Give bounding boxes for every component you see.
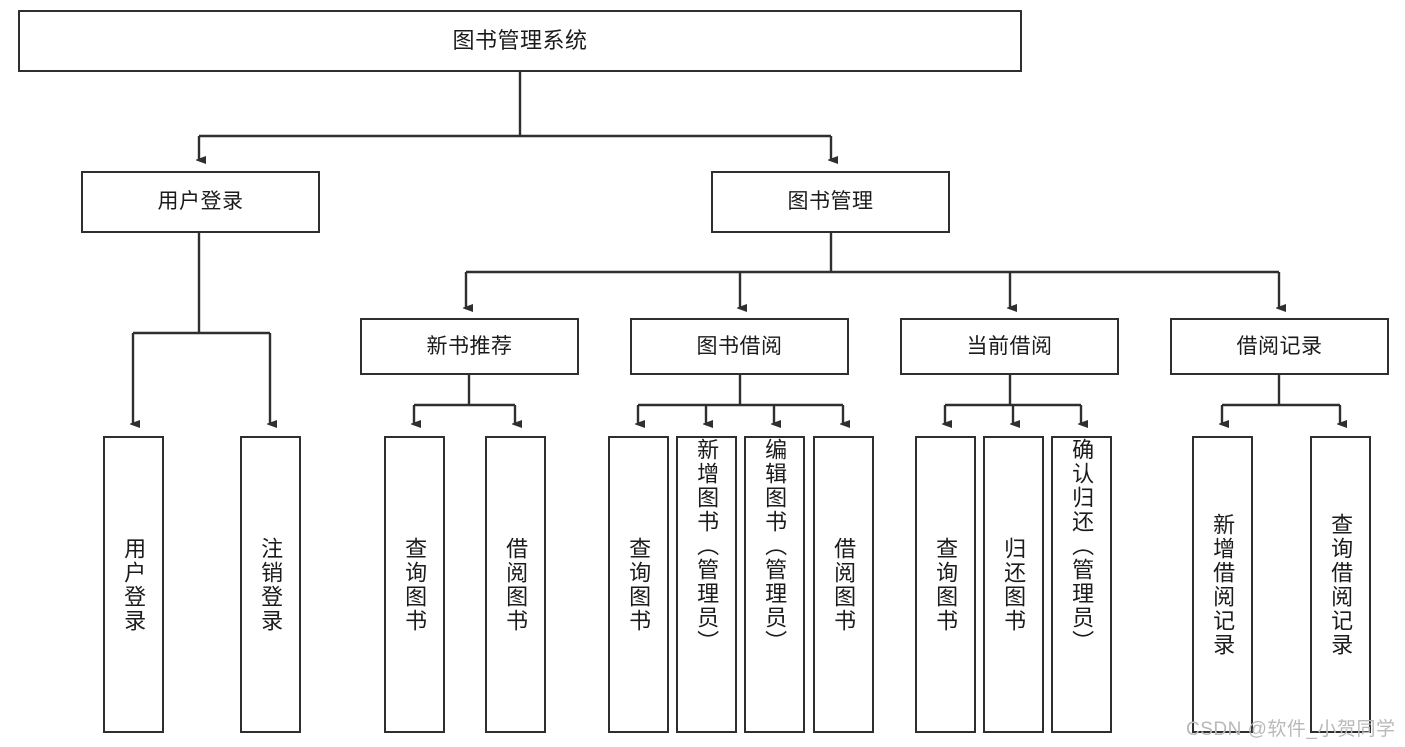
node-user-login[interactable]: 用户登录 [81, 171, 320, 233]
node-borrow-record[interactable]: 借阅记录 [1170, 318, 1389, 375]
node-label: 注销登录 [258, 536, 284, 633]
leaf-user-login-signout[interactable]: 注销登录 [240, 436, 301, 733]
leaf-user-login-signin[interactable]: 用户登录 [103, 436, 164, 733]
node-label: 图书借阅 [696, 334, 783, 358]
node-label: 查询图书 [402, 536, 428, 633]
leaf-current-query-book[interactable]: 查询图书 [915, 436, 976, 733]
node-label: 用户登录 [157, 190, 244, 214]
node-label: 借阅记录 [1236, 334, 1323, 358]
leaf-current-confirm-return-admin[interactable]: 确认归还（管理员） [1051, 436, 1112, 733]
node-label: 借阅图书 [831, 536, 857, 633]
node-book-management[interactable]: 图书管理 [711, 171, 950, 233]
leaf-borrow-edit-book-admin[interactable]: 编辑图书（管理员） [744, 436, 805, 733]
node-root-system[interactable]: 图书管理系统 [18, 10, 1022, 72]
node-label: 借阅图书 [503, 536, 529, 633]
csdn-watermark: CSDN @软件_小贺同学 [1186, 719, 1396, 740]
leaf-borrow-add-book-admin[interactable]: 新增图书（管理员） [676, 436, 737, 733]
node-label: 图书管理 [787, 190, 874, 214]
node-label: 新书推荐 [426, 334, 513, 358]
node-new-book-recommend[interactable]: 新书推荐 [360, 318, 579, 375]
node-label: 用户登录 [121, 536, 147, 633]
leaf-record-query-record[interactable]: 查询借阅记录 [1310, 436, 1371, 733]
node-label: 查询图书 [933, 536, 959, 633]
node-label: 新增借阅记录 [1210, 512, 1236, 657]
node-label: 查询图书 [626, 536, 652, 633]
node-label: 查询借阅记录 [1328, 512, 1354, 657]
node-label: 归还图书 [1001, 536, 1027, 633]
node-book-borrow[interactable]: 图书借阅 [630, 318, 849, 375]
node-label: 新增图书（管理员） [694, 438, 720, 654]
node-label: 图书管理系统 [452, 27, 588, 53]
node-label: 当前借阅 [966, 334, 1053, 358]
leaf-borrow-borrow-book[interactable]: 借阅图书 [813, 436, 874, 733]
leaf-borrow-query-book[interactable]: 查询图书 [608, 436, 669, 733]
node-label: 编辑图书（管理员） [762, 438, 788, 654]
leaf-recommend-borrow-book[interactable]: 借阅图书 [485, 436, 546, 733]
leaf-recommend-query-book[interactable]: 查询图书 [384, 436, 445, 733]
leaf-current-return-book[interactable]: 归还图书 [983, 436, 1044, 733]
leaf-record-add-record[interactable]: 新增借阅记录 [1192, 436, 1253, 733]
node-current-borrow[interactable]: 当前借阅 [900, 318, 1119, 375]
node-label: 确认归还（管理员） [1069, 438, 1095, 654]
